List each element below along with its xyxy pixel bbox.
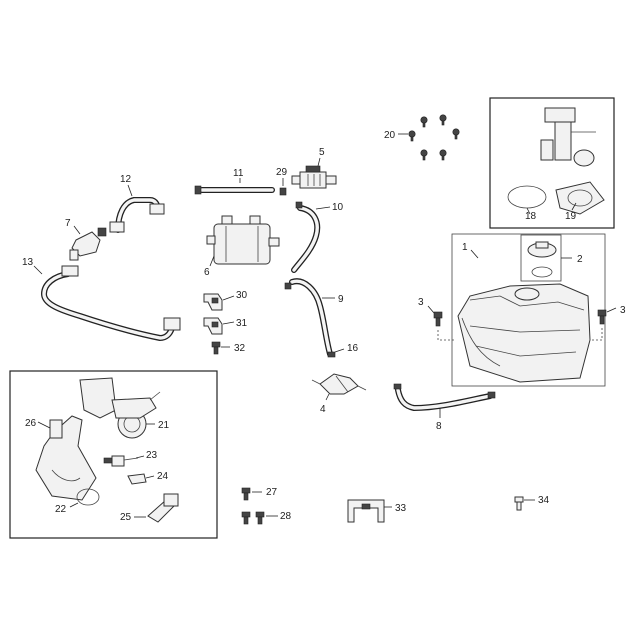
fuel-pump-inset-frame bbox=[489, 97, 615, 229]
oring-22[interactable] bbox=[76, 488, 100, 506]
bracket-33[interactable] bbox=[347, 499, 385, 523]
fuel-tank-part[interactable] bbox=[457, 283, 591, 383]
valve-7[interactable] bbox=[69, 227, 107, 261]
hose-11[interactable] bbox=[194, 185, 275, 195]
label-1: 1 bbox=[462, 242, 468, 253]
label-30: 30 bbox=[236, 290, 248, 301]
clamp-31[interactable] bbox=[203, 317, 223, 335]
clamp-30[interactable] bbox=[203, 293, 223, 311]
hose-clip-16[interactable] bbox=[327, 351, 336, 358]
label-25: 25 bbox=[120, 512, 132, 523]
hose-13[interactable] bbox=[41, 265, 181, 341]
label-23: 23 bbox=[146, 450, 158, 461]
sensor-23[interactable] bbox=[103, 455, 139, 467]
label-32: 32 bbox=[234, 343, 246, 354]
label-2: 2 bbox=[577, 254, 583, 265]
throttle-body-21[interactable] bbox=[79, 377, 161, 439]
label-18: 18 bbox=[525, 211, 537, 222]
bolt-3-left[interactable] bbox=[433, 311, 443, 327]
fuel-pump-part[interactable] bbox=[540, 107, 596, 167]
clamp-29[interactable] bbox=[279, 187, 287, 196]
screw-34[interactable] bbox=[514, 496, 524, 511]
bolt-3-right[interactable] bbox=[597, 309, 607, 325]
label-26: 26 bbox=[25, 418, 37, 429]
fuel-filter-4[interactable] bbox=[311, 373, 367, 395]
label-6: 6 bbox=[204, 267, 210, 278]
bolt-32[interactable] bbox=[211, 341, 221, 355]
hose-8[interactable] bbox=[393, 383, 496, 411]
label-28: 28 bbox=[280, 511, 292, 522]
clip-24[interactable] bbox=[127, 473, 147, 485]
label-7: 7 bbox=[65, 218, 71, 229]
canister-6[interactable] bbox=[206, 215, 280, 265]
label-12: 12 bbox=[120, 174, 132, 185]
label-4: 4 bbox=[320, 404, 326, 415]
fuel-cap-part[interactable] bbox=[527, 241, 557, 278]
fuel-pump-gasket-19[interactable] bbox=[555, 181, 605, 215]
bolt-set-20[interactable] bbox=[408, 114, 460, 161]
label-21: 21 bbox=[158, 420, 170, 431]
throttle-inset-frame bbox=[9, 370, 218, 539]
label-24: 24 bbox=[157, 471, 169, 482]
label-29: 29 bbox=[276, 167, 288, 178]
label-3-left: 3 bbox=[418, 297, 424, 308]
label-19: 19 bbox=[565, 211, 577, 222]
label-8: 8 bbox=[436, 421, 442, 432]
intake-manifold-26[interactable] bbox=[35, 415, 97, 501]
hose-9[interactable] bbox=[284, 278, 333, 357]
label-10: 10 bbox=[332, 202, 344, 213]
label-20: 20 bbox=[384, 130, 396, 141]
label-33: 33 bbox=[395, 503, 407, 514]
label-27: 27 bbox=[266, 487, 278, 498]
valve-5[interactable] bbox=[291, 165, 337, 189]
label-34: 34 bbox=[538, 495, 550, 506]
label-11: 11 bbox=[233, 168, 244, 179]
bolt-27[interactable] bbox=[241, 487, 251, 501]
hose-12[interactable] bbox=[109, 197, 165, 233]
injector-25[interactable] bbox=[147, 493, 179, 523]
label-22: 22 bbox=[55, 504, 67, 515]
label-5: 5 bbox=[319, 147, 325, 158]
label-16: 16 bbox=[347, 343, 359, 354]
bolt-28[interactable] bbox=[241, 511, 265, 525]
fuel-pump-oring-18[interactable] bbox=[507, 185, 547, 209]
label-3-right: 3 bbox=[620, 305, 626, 316]
label-31: 31 bbox=[236, 318, 248, 329]
label-9: 9 bbox=[338, 294, 344, 305]
hose-10[interactable] bbox=[291, 201, 321, 273]
label-13: 13 bbox=[22, 257, 34, 268]
